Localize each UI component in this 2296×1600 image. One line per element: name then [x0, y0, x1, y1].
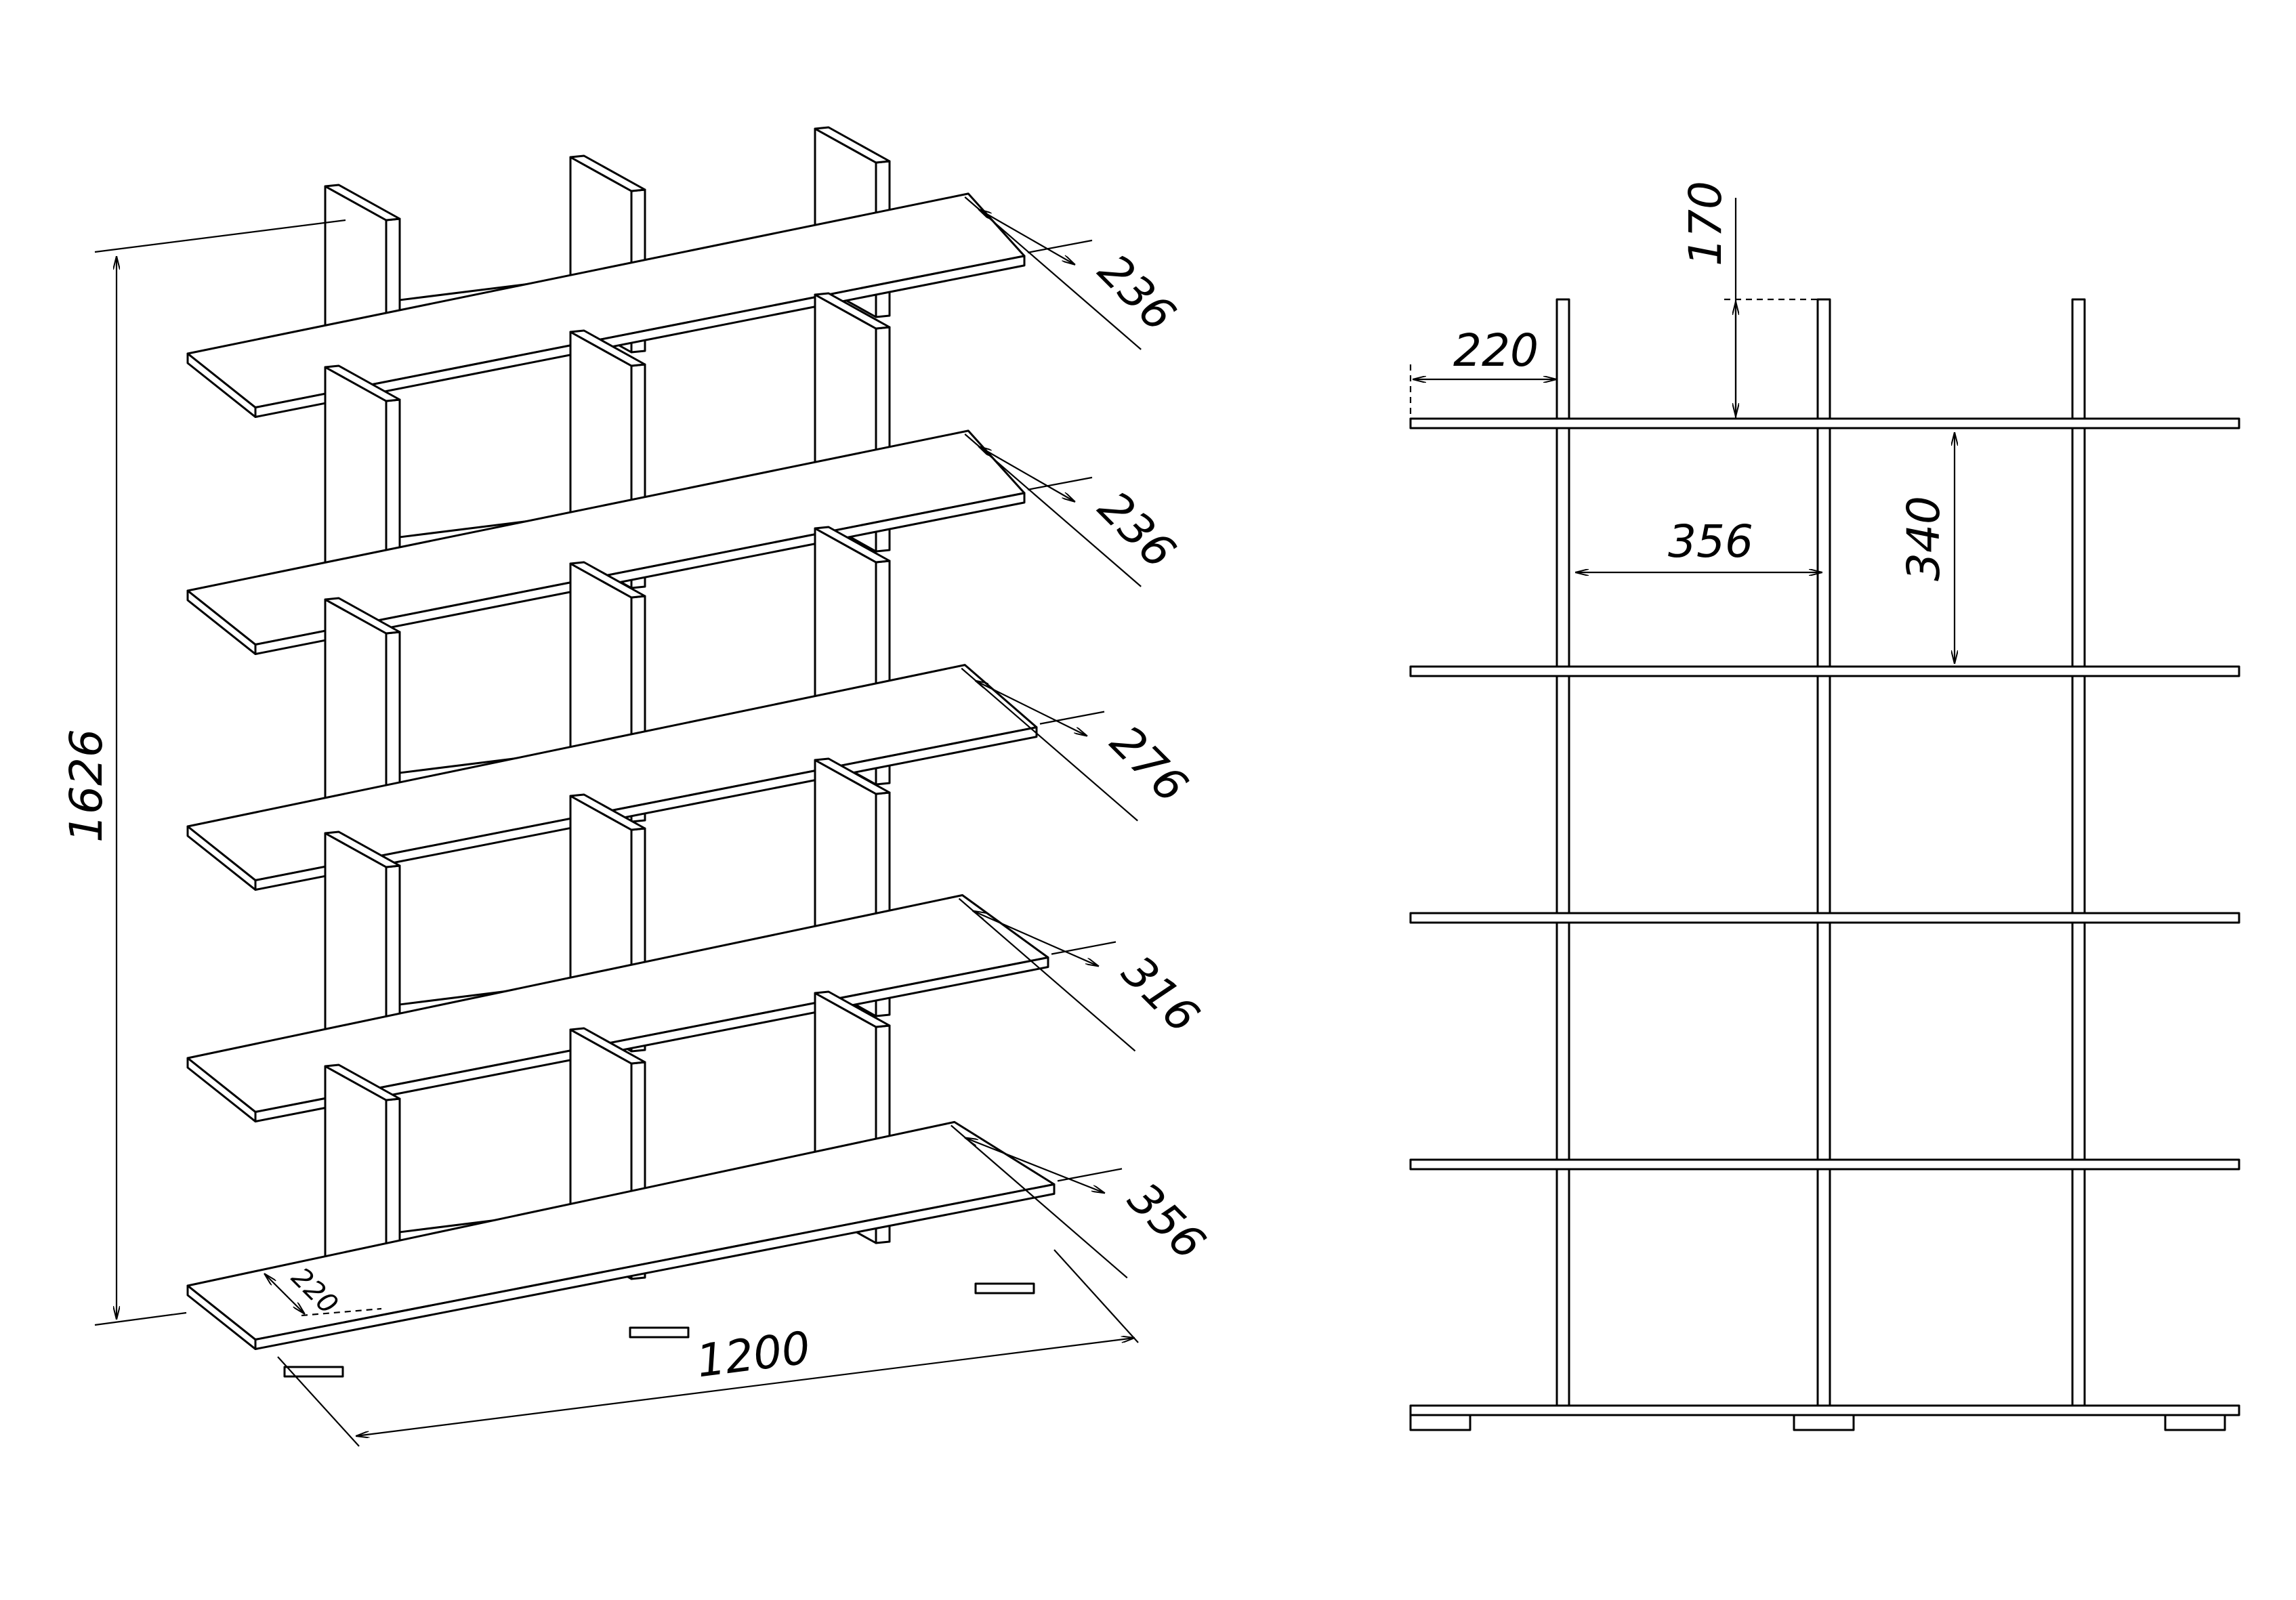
- shelf-depth-label: 356: [1118, 1173, 1215, 1270]
- upright-top-edge: [814, 126, 891, 164]
- upright-top-edge: [324, 364, 401, 402]
- top-offset-dimension: 170: [1679, 181, 1822, 419]
- front-shelf-assembly: [1409, 298, 2240, 1431]
- depth-extension-line: [1027, 476, 1093, 490]
- overall-height-label: 1626: [60, 729, 112, 843]
- base-foot: [283, 1366, 344, 1378]
- front-base-foot: [1409, 1414, 1471, 1431]
- front-shelf: [1409, 912, 2240, 924]
- upright-top-edge: [569, 1027, 646, 1065]
- upright-top-edge: [814, 292, 891, 330]
- depth-extension-line: [1057, 1168, 1123, 1182]
- shelf-spacing-dimension: 340: [1898, 432, 1955, 664]
- depth-dimension-line: [978, 209, 1075, 265]
- front-upright: [1816, 298, 1831, 1407]
- upright-top-edge: [324, 597, 401, 635]
- shelf-depth-label: 276: [1100, 715, 1198, 813]
- front-shelf: [1409, 417, 2240, 429]
- front-shelf: [1409, 1404, 2240, 1416]
- front-upright: [2071, 298, 2086, 1407]
- front-shelf: [1409, 1158, 2240, 1171]
- shelf-board-side-edge: [186, 1057, 257, 1123]
- front-upright: [1556, 298, 1570, 1407]
- shelf-spacing-label: 340: [1898, 496, 1950, 581]
- base-foot: [629, 1326, 690, 1339]
- shelf-board-side-edge: [186, 1284, 257, 1351]
- upright-top-edge: [324, 830, 401, 868]
- front-shelf: [1409, 665, 2240, 677]
- upright-top-edge: [814, 990, 891, 1028]
- depth-dimension-line: [973, 910, 1100, 967]
- upright-top-edge: [569, 561, 646, 599]
- front-view: 170 220 356 340: [1409, 181, 2240, 1431]
- upright-top-edge: [569, 793, 646, 831]
- upright-top-edge: [324, 1064, 401, 1101]
- bay-width-dimension: 356: [1575, 515, 1822, 572]
- left-overhang-label: 220: [1453, 324, 1539, 377]
- depth-extension-line: [1027, 239, 1093, 253]
- left-overhang-dimension: 220: [1409, 324, 1557, 427]
- upright-top-edge: [569, 329, 646, 367]
- iso-shelf-assembly: [186, 126, 1056, 1378]
- shelf-depth-label: 236: [1088, 481, 1186, 578]
- depth-dimension-line: [975, 679, 1087, 737]
- depth-dimension-line: [965, 1137, 1105, 1194]
- depth-dimension-line: [978, 446, 1075, 502]
- front-base-foot: [1793, 1414, 1855, 1431]
- upright-top-edge: [324, 184, 401, 222]
- overall-width-label: 1200: [694, 1322, 813, 1387]
- shelf-depth-label: 316: [1112, 946, 1209, 1043]
- shelf-board-side-edge: [186, 589, 257, 656]
- upright-top-edge: [814, 757, 891, 795]
- bay-width-label: 356: [1668, 515, 1753, 568]
- depth-extension-line: [1051, 941, 1116, 955]
- shelf-board-side-edge: [186, 825, 257, 891]
- base-foot: [974, 1282, 1035, 1294]
- overall-height-dimension: 1626: [60, 219, 346, 1326]
- shelf-board-side-edge: [186, 352, 257, 419]
- upright-top-edge: [569, 154, 646, 192]
- shelf-depth-label: 236: [1088, 244, 1186, 341]
- upright-top-edge: [814, 526, 891, 564]
- top-offset-label: 170: [1679, 181, 1732, 266]
- front-base-foot: [2164, 1414, 2226, 1431]
